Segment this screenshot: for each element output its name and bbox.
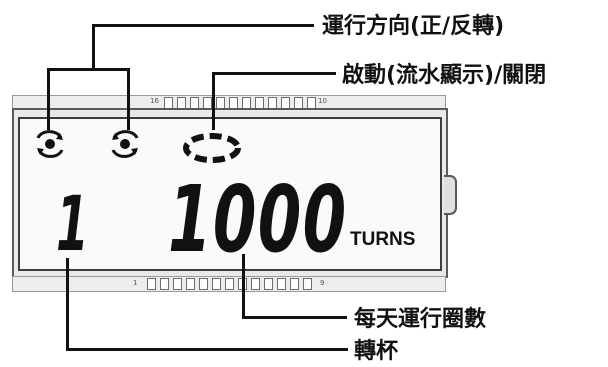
- pin-box: [186, 278, 195, 290]
- pin-box: [225, 278, 234, 290]
- pin-box: [303, 278, 312, 290]
- pin-box: [212, 278, 221, 290]
- label-cup: 轉杯: [354, 339, 399, 364]
- pin-box: [199, 278, 208, 290]
- leader-direction-left-drop: [47, 68, 50, 130]
- cup-number-digit: 1: [56, 179, 89, 268]
- leader-cup-horizontal: [66, 348, 348, 351]
- pin-number-bottom-left: 1: [133, 279, 138, 287]
- turn-count-digits: 1000: [168, 166, 348, 273]
- label-start-stop: 啟動(流水顯示)/關閉: [342, 63, 547, 88]
- rotate-clockwise-icon: [36, 130, 64, 158]
- pin-number-top-right: 10: [318, 97, 327, 105]
- lcd-side-tab: [444, 175, 457, 215]
- turns-unit-label: TURNS: [350, 229, 416, 250]
- leader-direction-right-drop: [127, 68, 130, 130]
- label-daily-count: 每天運行圈數: [354, 307, 487, 332]
- rotate-counterclockwise-icon: [111, 130, 139, 158]
- pin-box: [290, 278, 299, 290]
- leader-startstop-drop: [212, 72, 215, 130]
- pin-box: [173, 278, 182, 290]
- pin-box: [147, 278, 156, 290]
- label-direction: 運行方向(正/反轉): [322, 14, 505, 39]
- pin-number-top-left: 16: [150, 97, 159, 105]
- leader-startstop-horizontal: [212, 72, 336, 75]
- leader-direction-bridge: [47, 68, 130, 71]
- pin-box: [160, 278, 169, 290]
- leader-daily-drop: [242, 254, 245, 318]
- leader-direction-horizontal: [92, 24, 314, 27]
- bottom-pin-strip: [12, 276, 446, 292]
- pin-number-bottom-right: 9: [320, 279, 325, 287]
- leader-direction-stem: [92, 24, 95, 70]
- pin-box: [264, 278, 273, 290]
- pin-box: [277, 278, 286, 290]
- leader-cup-drop: [66, 258, 69, 350]
- dashed-ring-icon: [183, 133, 241, 163]
- pin-box: [251, 278, 260, 290]
- leader-daily-horizontal: [242, 316, 347, 319]
- lcd-screen: [18, 117, 442, 271]
